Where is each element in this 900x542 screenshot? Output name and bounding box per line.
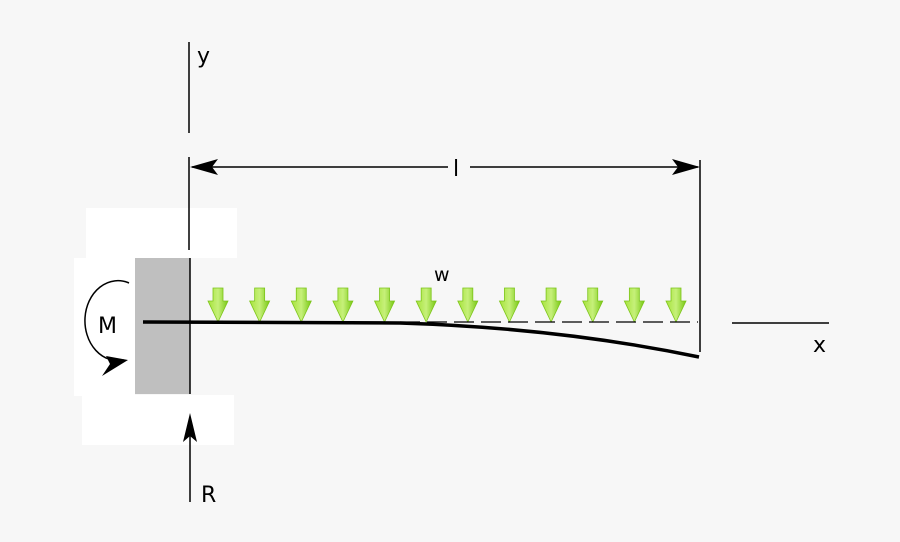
reaction-arrowhead-icon — [183, 413, 197, 442]
white-patch-bottom — [82, 395, 234, 445]
load-arrow-icon — [665, 287, 687, 323]
load-label: w — [434, 264, 450, 286]
deflected-beam — [142, 320, 700, 359]
x-axis-label: x — [813, 333, 826, 358]
load-arrow-icon — [623, 287, 645, 323]
length-label: l — [453, 157, 459, 182]
load-arrow-icon — [373, 287, 396, 323]
white-patch-top — [86, 208, 237, 258]
load-arrow-icon — [582, 287, 604, 323]
arrowhead-right-icon — [672, 159, 700, 175]
moment-arc — [84, 279, 130, 362]
load-arrow-icon — [540, 287, 562, 323]
load-arrow-icon — [290, 287, 312, 323]
arrowhead-left-icon — [190, 159, 218, 175]
load-arrow-icon — [415, 287, 437, 323]
load-arrow-icon — [457, 287, 479, 323]
load-arrow-icon — [332, 287, 354, 323]
load-arrow-icon — [249, 287, 271, 323]
distributed-load-arrows — [207, 287, 687, 323]
load-arrow-icon — [498, 287, 521, 323]
fixed-wall-support — [135, 258, 190, 394]
moment-label: M — [98, 314, 117, 339]
load-arrow-icon — [207, 287, 229, 323]
y-axis-label: y — [197, 44, 210, 69]
reaction-label: R — [201, 483, 216, 508]
moment-arrowhead-icon — [102, 356, 128, 376]
